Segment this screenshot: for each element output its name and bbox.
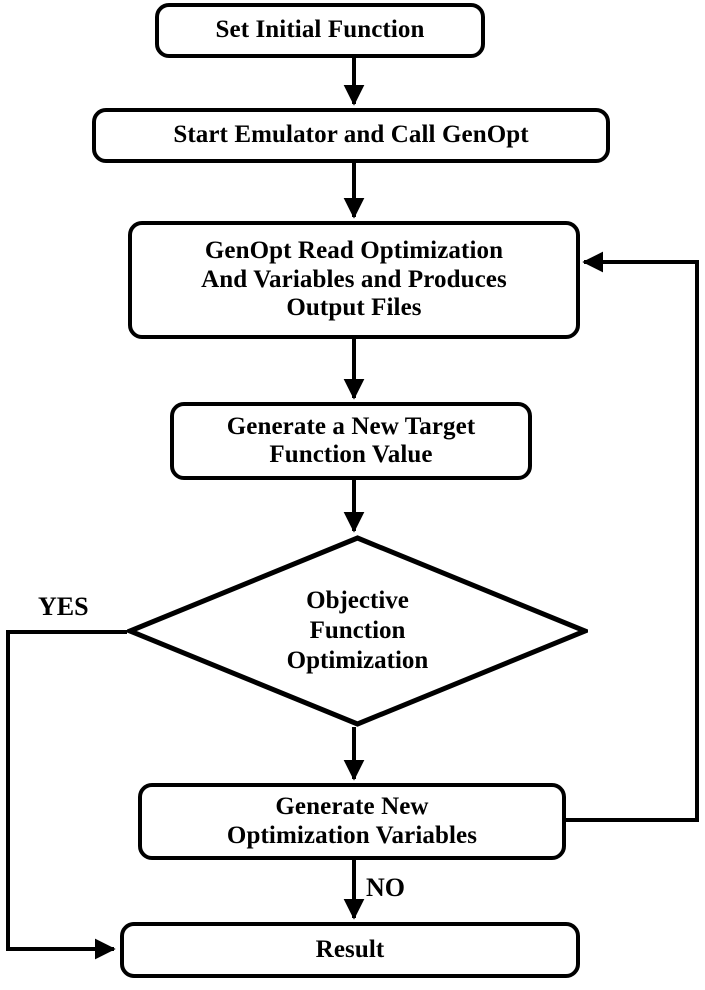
node-result-label: Result: [315, 935, 385, 963]
node-generate-variables[interactable]: Generate New Optimization Variables: [138, 783, 566, 860]
node-genopt-read[interactable]: GenOpt Read Optimization And Variables a…: [128, 221, 580, 339]
diamond-shape: [127, 535, 588, 727]
node-genopt-read-label: GenOpt Read Optimization And Variables a…: [201, 237, 507, 322]
edge-label-no: NO: [366, 873, 405, 902]
edge-label-yes: YES: [38, 592, 89, 621]
node-objective-decision-label: Objective Function Optimization: [286, 587, 429, 674]
node-set-initial-function[interactable]: Set Initial Function: [155, 3, 485, 58]
node-start-emulator[interactable]: Start Emulator and Call GenOpt: [92, 108, 610, 163]
node-set-initial-function-label: Set Initial Function: [215, 16, 425, 44]
node-generate-target[interactable]: Generate a New Target Function Value: [170, 402, 532, 480]
node-generate-variables-label: Generate New Optimization Variables: [226, 793, 478, 849]
node-result[interactable]: Result: [120, 922, 580, 978]
node-objective-decision[interactable]: Objective Function Optimization: [127, 535, 588, 727]
connector-generate-variables-to-genopt-read-feedback: [566, 251, 699, 822]
connector-decision-yes-to-result: [6, 630, 127, 960]
node-start-emulator-label: Start Emulator and Call GenOpt: [173, 121, 529, 149]
node-generate-target-label: Generate a New Target Function Value: [226, 412, 476, 469]
